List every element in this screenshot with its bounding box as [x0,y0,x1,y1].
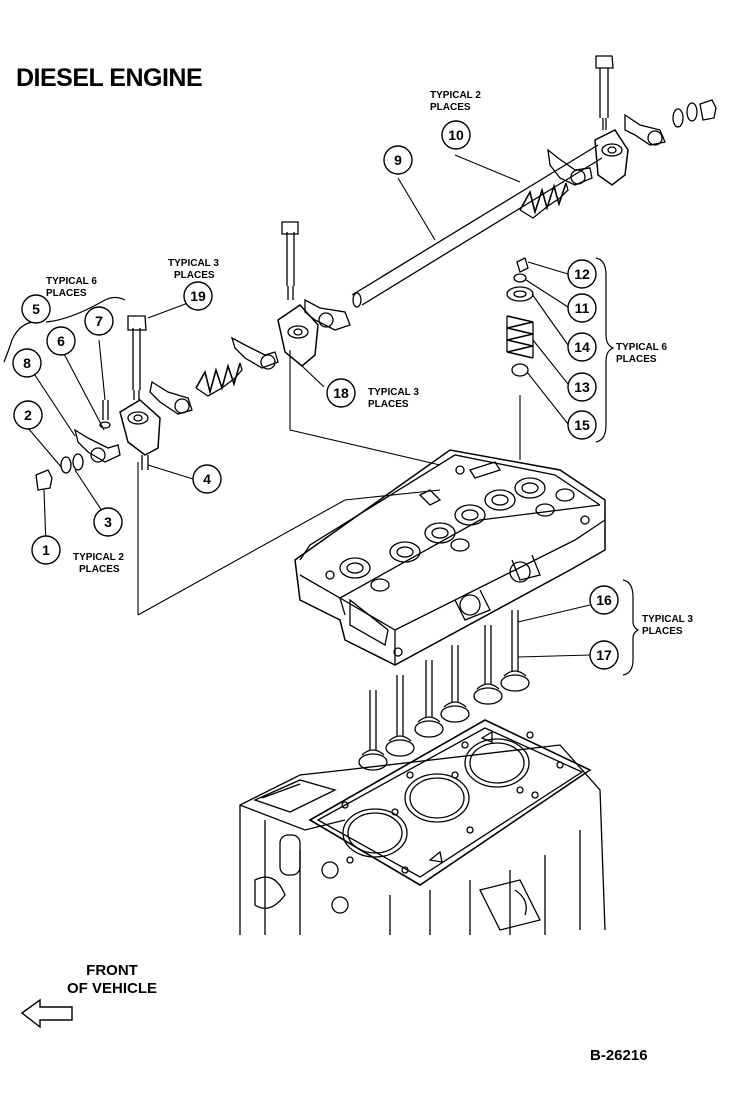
cylinder-head [294,449,606,666]
note-typical3-18-line1: TYPICAL 3 [368,387,419,398]
callout-19: 19 [190,288,206,304]
front-arrow-icon [20,998,73,1029]
rocker-arms-middle [230,221,351,370]
callout-2-circle [13,400,43,430]
note-typical2-top-line1: TYPICAL 2 [430,90,481,101]
callout-13-circle [567,372,597,402]
callout-11: 11 [575,300,590,316]
callout-circles [12,120,619,670]
callout-9-circle [383,145,413,175]
front-label-line2: OF VEHICLE [66,980,157,997]
callout-19-circle [183,281,213,311]
callout-17: 17 [596,647,612,663]
callout-12-circle [567,259,597,289]
callout-15-circle [567,410,597,440]
callout-8-circle [12,348,42,378]
note-typical3-18-line2: PLACES [368,399,409,410]
callout-1: 1 [42,542,50,558]
callout-16: 16 [596,592,612,608]
figure-id: B-26216 [590,1047,648,1064]
callout-18-circle [326,378,356,408]
note-typical2-bottom-line2: PLACES [79,564,120,575]
front-of-vehicle-label: FRONT OF VEHICLE [62,962,162,998]
spring-left [195,362,243,397]
note-typical3-bottom-line2: PLACES [642,626,683,637]
front-label-line1: FRONT [86,962,138,979]
callout-3-circle [93,507,123,537]
spring-10 [519,182,569,219]
callout-8: 8 [23,355,31,371]
callout-7-circle [84,306,114,336]
callout-2: 2 [24,407,32,423]
note-typical6-right-line1: TYPICAL 6 [616,342,667,353]
callout-13: 13 [574,379,590,395]
head-gasket [308,719,592,886]
note-typical3-19-line1: TYPICAL 3 [168,258,219,269]
note-typical2-bottom-line1: TYPICAL 2 [73,552,124,563]
callout-7: 7 [95,313,103,329]
engine-block [239,744,606,935]
valves [358,610,530,771]
rocker-arms-front [35,315,193,491]
leader-lines [26,154,591,658]
rocker-shaft [351,144,603,308]
callout-6: 6 [57,333,65,349]
page-title: DIESEL ENGINE [16,64,203,92]
callout-14: 14 [574,339,590,355]
note-typical3-bottom-line1: TYPICAL 3 [642,614,693,625]
note-typical6-right-line2: PLACES [616,354,657,365]
callout-4-circle [192,464,222,494]
callout-5-circle [21,294,51,324]
note-typical3-19-line2: PLACES [174,270,215,281]
callout-5: 5 [32,301,40,317]
note-typical2-top-line2: PLACES [430,102,471,113]
callout-18: 18 [333,385,349,401]
callout-14-circle [567,332,597,362]
callout-6-circle [46,326,76,356]
callout-16-circle [589,585,619,615]
callout-3: 3 [104,514,112,530]
callout-9: 9 [394,152,402,168]
callout-10: 10 [448,127,464,143]
callout-17-circle [589,640,619,670]
brackets [3,257,640,676]
callout-12: 12 [574,266,590,282]
callout-11-circle [567,293,597,323]
rocker-arms-rear [547,55,717,186]
note-typical6-left-line1: TYPICAL 6 [46,276,97,287]
note-typical6-left-line2: PLACES [46,288,87,299]
callout-4: 4 [203,471,211,487]
valve-spring-assembly [506,257,534,377]
callout-15: 15 [574,417,590,433]
callout-10-circle [441,120,471,150]
callout-1-circle [31,535,61,565]
